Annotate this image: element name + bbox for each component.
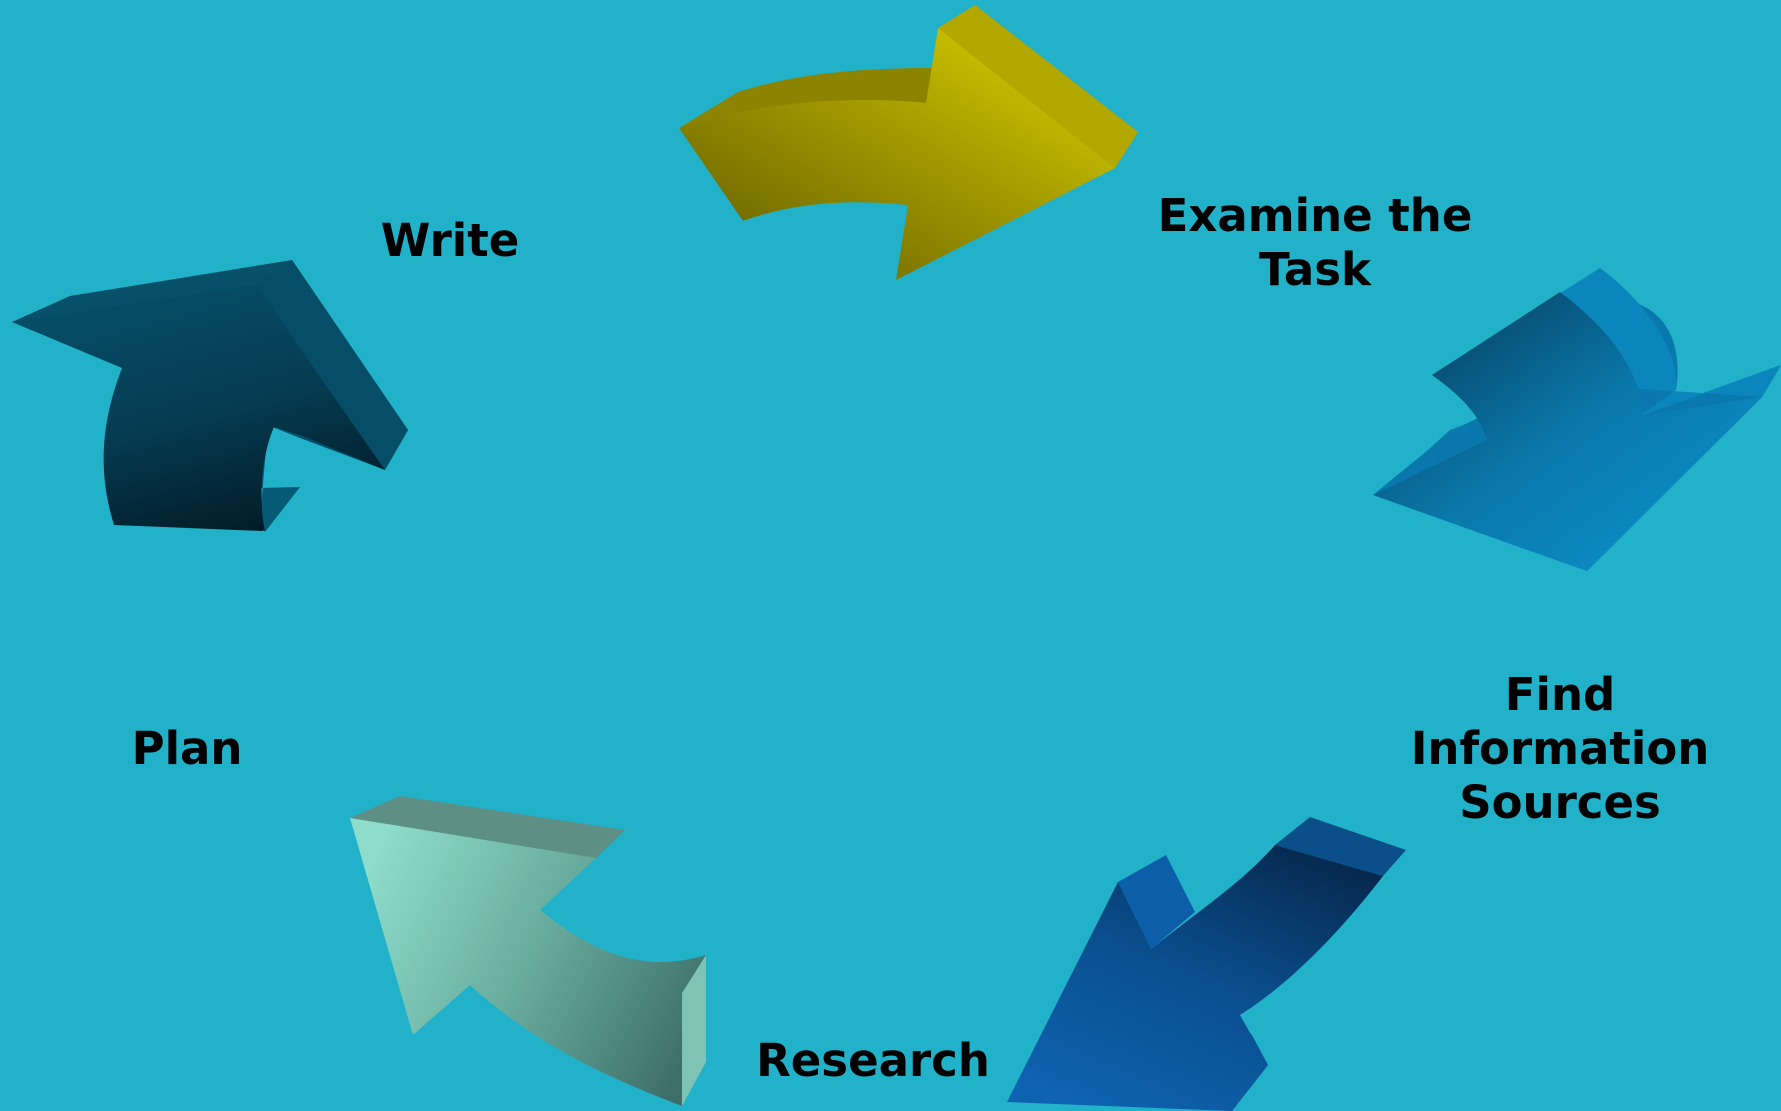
label-find-information-sources: Find Information Sources xyxy=(1410,668,1710,829)
arrow-to-write xyxy=(12,260,408,532)
label-research: Research xyxy=(756,1034,990,1087)
label-examine-the-task: Examine the Task xyxy=(1157,189,1473,296)
arrow-to-research xyxy=(1007,817,1406,1111)
label-write: Write xyxy=(380,214,520,267)
arrow-to-examine-task xyxy=(679,5,1138,280)
arrow-to-plan xyxy=(350,796,706,1106)
arrow-to-find-sources xyxy=(1373,268,1781,571)
label-plan: Plan xyxy=(131,722,243,775)
